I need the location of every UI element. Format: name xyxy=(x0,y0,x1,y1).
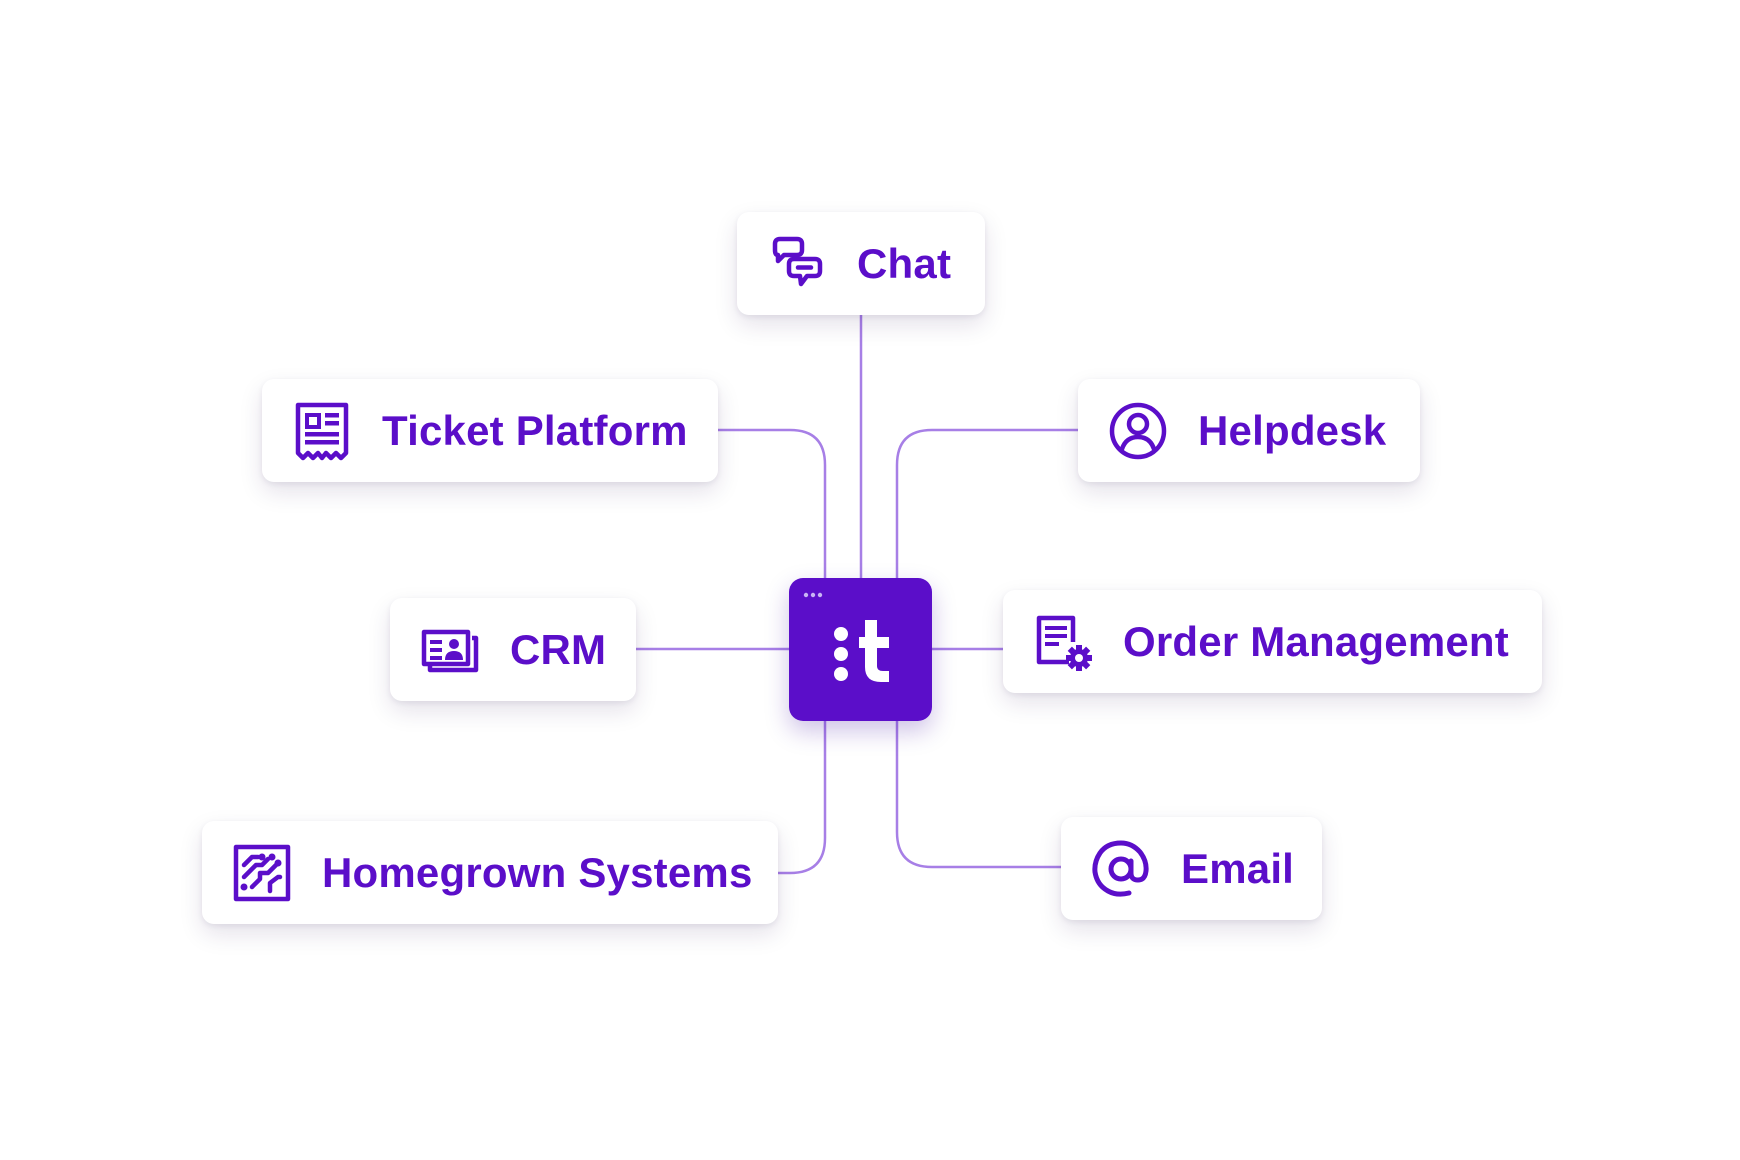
node-email-label: Email xyxy=(1181,844,1295,892)
node-helpdesk[interactable]: Helpdesk xyxy=(1078,379,1420,482)
connector-email xyxy=(895,719,1063,869)
node-order-management[interactable]: Order Management xyxy=(1003,590,1542,693)
connector-ticket-platform xyxy=(716,428,827,580)
node-email[interactable]: Email xyxy=(1061,817,1322,920)
receipt-icon xyxy=(292,401,352,461)
node-ticket-platform-label: Ticket Platform xyxy=(382,406,688,454)
user-circle-icon xyxy=(1108,401,1168,461)
node-homegrown-systems[interactable]: Homegrown Systems xyxy=(202,821,778,924)
connector-homegrown-systems xyxy=(776,719,827,875)
tray-logo-icon xyxy=(789,578,932,721)
node-helpdesk-label: Helpdesk xyxy=(1198,406,1387,454)
node-homegrown-systems-label: Homegrown Systems xyxy=(322,848,753,896)
node-crm[interactable]: CRM xyxy=(390,598,636,701)
at-sign-icon xyxy=(1091,839,1151,899)
hub-logo[interactable] xyxy=(789,578,932,721)
contact-cards-icon xyxy=(420,620,480,680)
circuit-board-icon xyxy=(232,843,292,903)
node-chat[interactable]: Chat xyxy=(737,212,985,315)
connector-helpdesk xyxy=(895,428,1080,580)
node-ticket-platform[interactable]: Ticket Platform xyxy=(262,379,718,482)
node-chat-label: Chat xyxy=(857,239,952,287)
document-gear-icon xyxy=(1033,612,1093,672)
node-order-management-label: Order Management xyxy=(1123,617,1509,665)
chat-bubbles-icon xyxy=(767,234,827,294)
node-crm-label: CRM xyxy=(510,625,607,673)
